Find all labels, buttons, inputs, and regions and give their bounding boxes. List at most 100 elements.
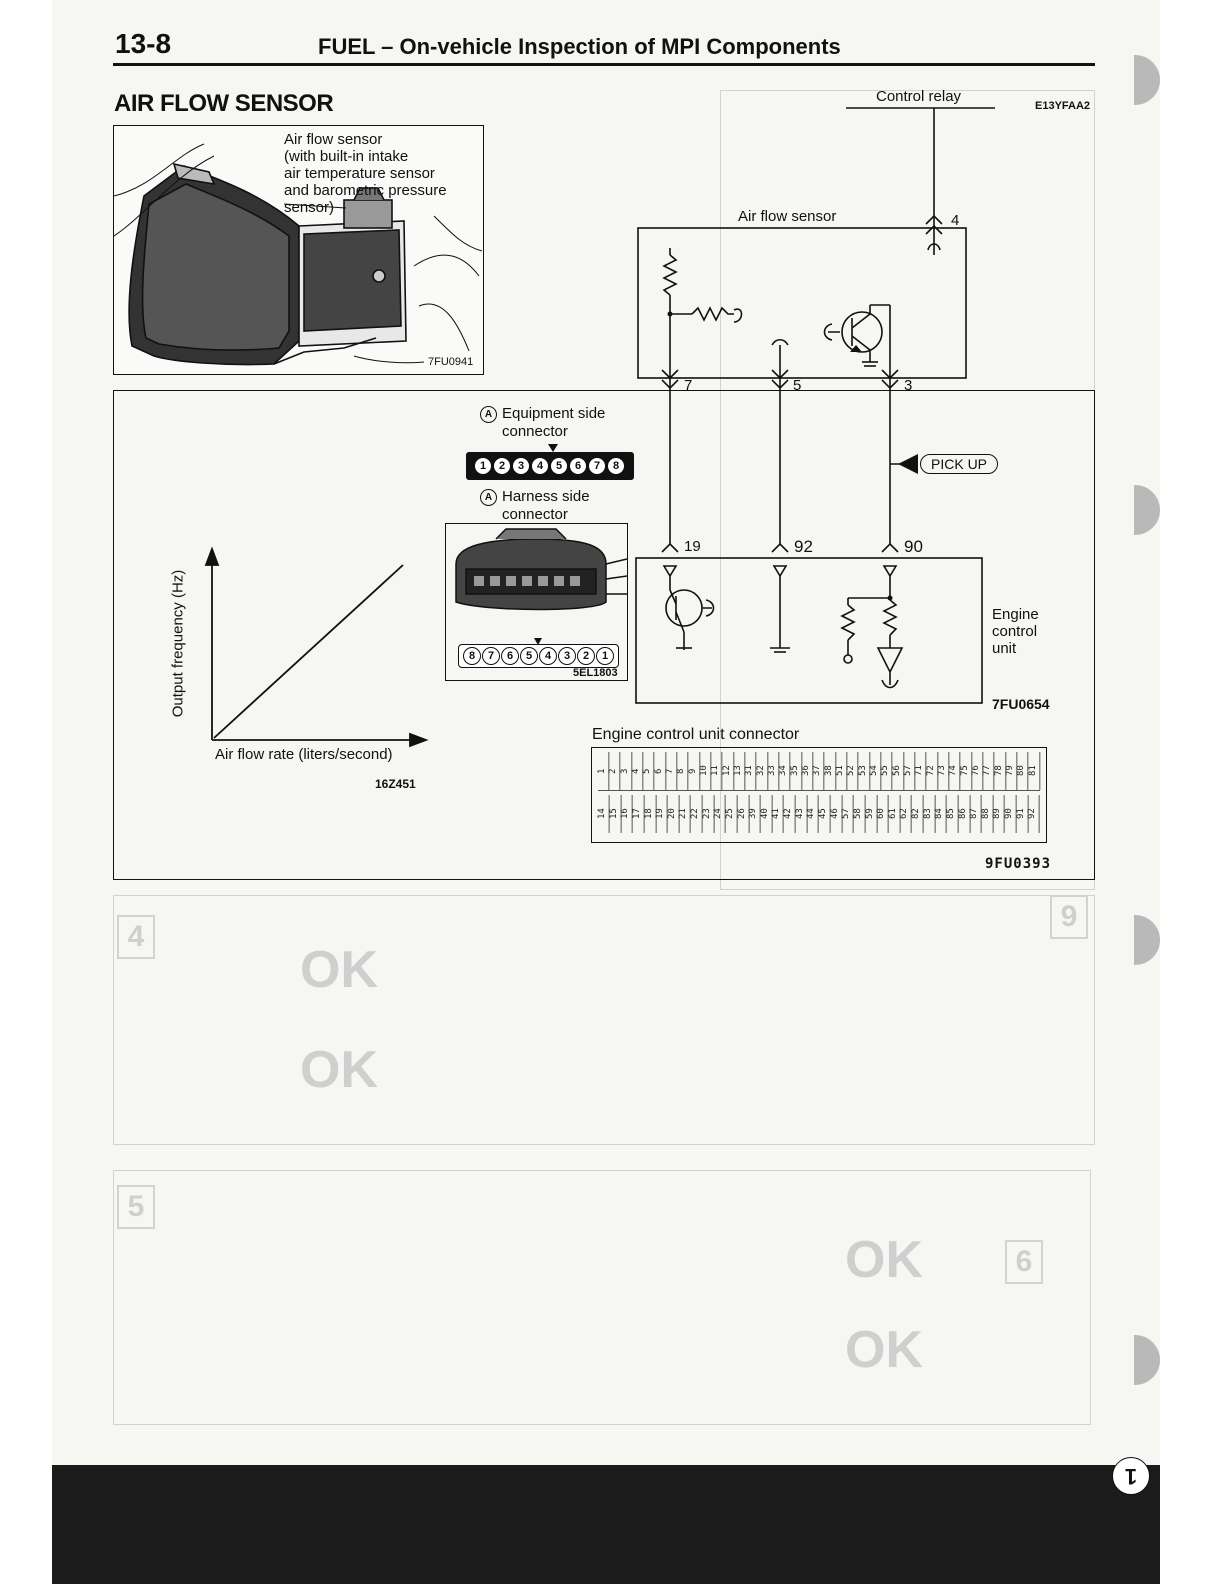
section-title: AIR FLOW SENSOR [114,90,334,117]
control-relay-label: Control relay [876,88,962,105]
sensor-callout-line: air temperature sensor [284,165,435,182]
bleed-through-step: 4 [117,915,155,959]
ecu-pin: 80 [1016,752,1029,790]
air-flow-sensor-illustration [113,143,483,366]
ecu-pin: 72 [926,752,938,790]
connector-pin: 6 [501,647,519,665]
bleed-through-panel [113,895,1095,1145]
equipment-side-line: connector [502,423,568,440]
ecu-pin: 25 [725,795,738,833]
graph-svg [204,546,429,748]
page-number: 13-8 [115,28,172,59]
ecu-pin: 58 [853,795,866,833]
connector-key-icon [534,638,542,645]
header-rule [113,63,1095,66]
connector-key-icon [548,444,558,452]
harness-side-line: connector [502,506,568,523]
chapter-title: FUEL – On-vehicle Inspection of MPI Comp… [318,34,841,59]
connector-pin: 7 [482,647,500,665]
figure1-code: 7FU0941 [428,356,474,368]
ecu-pin: 35 [790,752,802,790]
connector-pin: 1 [474,457,492,475]
connector-pin: 1 [596,647,614,665]
ecu-pin: 75 [960,752,972,790]
ecu-pin: 6 [654,752,666,790]
ecu-label-line: control [992,623,1038,640]
output-frequency-graph: Output frequency (Hz) Air flow rate (lit… [160,545,450,775]
ecu-pin: 56 [892,752,904,790]
ecu-pin: 90 [1004,795,1017,833]
ecu-pin: 53 [858,752,870,790]
connector-pin: 2 [493,457,511,475]
circuit-schematic [635,107,995,704]
ecu-pin: 32 [756,752,768,790]
ecu-pin: 38 [824,752,836,790]
ecu-pin: 11 [710,752,723,790]
schematic-code: 7FU0654 [992,696,1050,712]
section-code: E13YFAA2 [1035,100,1091,112]
ecu-pin: 5 [642,752,655,790]
ecu-pin: 37 [812,752,825,790]
connector-pin: 7 [588,457,606,475]
ecu-pin: 9 [688,752,700,790]
bleed-through-ok: OK [845,1231,923,1289]
harness-connector-illustration [455,528,628,611]
connector-pin: 8 [607,457,625,475]
graph-linear-line [213,564,404,739]
pin-5-label: 5 [793,377,802,394]
ecu-pin: 92 [1027,795,1040,833]
ecu-pin: 81 [1028,752,1040,790]
ecu-pin: 34 [778,752,791,790]
connector-pin: 3 [512,457,530,475]
connector-pin: 6 [569,457,587,475]
sensor-callout: Air flow sensor (with built-in intake ai… [284,131,447,216]
graph-xlabel: Air flow rate (liters/second) [215,746,393,763]
ecu-pin: 45 [818,795,831,833]
pin-19-label: 19 [684,538,701,555]
pin-90-label: 90 [904,537,923,556]
ecu-label-line: unit [992,640,1017,657]
ecu-pin: 22 [690,795,703,833]
ecu-pin: 85 [946,795,959,833]
harness-side-label: A Harness side connector [480,488,590,523]
connector-mark-a: A [480,489,497,506]
air-flow-sensor-label: Air flow sensor [738,208,837,225]
ecu-pin: 82 [911,795,924,833]
bleed-through-ok: OK [845,1321,923,1379]
graph-code: 16Z451 [375,777,416,791]
connector-pin: 5 [520,647,538,665]
page-marker: 1 [1112,1457,1150,1495]
pin-3-label: 3 [904,377,913,394]
connector-mark-a: A [480,406,497,423]
sensor-callout-line: Air flow sensor [284,131,383,148]
ecu-pin: 71 [914,752,927,790]
connector-pin: 4 [531,457,549,475]
sensor-callout-line: sensor) [284,199,335,216]
ecu-pin: 74 [948,752,961,790]
pin-7-label: 7 [684,377,693,394]
ecu-pin: 77 [982,752,995,790]
sensor-callout-line: and barometric pressure [284,182,447,199]
ecu-pin: 12 [722,752,734,790]
bleed-through-step: 5 [117,1185,155,1229]
connector-pin: 8 [463,647,481,665]
ecu-pin: 78 [994,752,1006,790]
bleed-through-panel [113,1170,1091,1425]
ecu-pin: 17 [632,795,645,833]
page-footer-shadow [52,1465,1160,1584]
connector-pin: 4 [539,647,557,665]
connector-pin: 3 [558,647,576,665]
connectors-code: 5EL1803 [573,667,618,679]
ecu-pin: 2 [608,752,621,790]
harness-side-line: Harness side [502,488,590,505]
pin-92-label: 92 [794,537,813,556]
graph-ylabel: Output frequency (Hz) [169,569,187,718]
